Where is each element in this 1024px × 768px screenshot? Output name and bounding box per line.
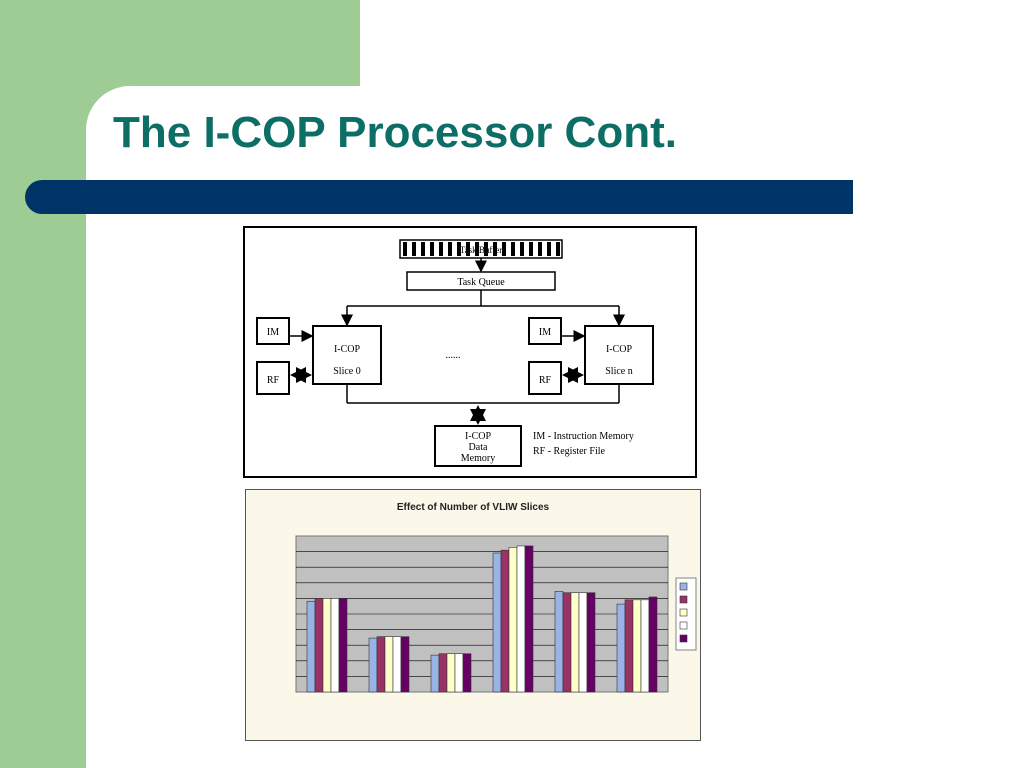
bar xyxy=(376,636,386,693)
buffer-stripe xyxy=(502,242,506,256)
buffer-stripe xyxy=(421,242,425,256)
slice-right-line1: I-COP xyxy=(606,344,633,355)
bars xyxy=(306,545,658,693)
buffer-stripe xyxy=(529,242,533,256)
bar xyxy=(446,653,456,693)
rf-left: RF xyxy=(256,361,290,395)
task-queue-label: Task Queue xyxy=(457,277,505,288)
bar xyxy=(586,592,596,693)
legend-swatch xyxy=(679,582,688,591)
bar xyxy=(438,653,448,693)
chart-title: Effect of Number of VLIW Slices xyxy=(397,502,550,513)
legend-im-text: IM - Instruction Memory xyxy=(533,431,634,442)
im-left: IM xyxy=(256,317,290,345)
buffer-stripe xyxy=(403,242,407,256)
bar xyxy=(462,653,472,693)
buffer-stripe xyxy=(448,242,452,256)
buffer-stripe xyxy=(412,242,416,256)
slice-left: I-COP Slice 0 xyxy=(312,325,382,385)
bar xyxy=(368,637,378,693)
buffer-stripe xyxy=(538,242,542,256)
buffer-stripe xyxy=(475,242,479,256)
buffer-stripe xyxy=(457,242,461,256)
legend-swatch xyxy=(679,634,688,643)
bar xyxy=(492,552,502,693)
buffer-stripe xyxy=(466,242,470,256)
vliw-slices-chart: Effect of Number of VLIW Slices xyxy=(245,489,701,741)
bar xyxy=(516,545,526,693)
legend-swatch xyxy=(679,595,688,604)
bar xyxy=(454,653,464,693)
legend-rf-text: RF - Register File xyxy=(533,446,606,457)
input-buffer: Task Buffer xyxy=(399,239,563,259)
buffer-stripe xyxy=(484,242,488,256)
buffer-stripe xyxy=(493,242,497,256)
buffer-stripe xyxy=(439,242,443,256)
bar xyxy=(508,547,518,693)
chart-svg: Effect of Number of VLIW Slices xyxy=(295,502,697,693)
slice-left-line1: I-COP xyxy=(334,344,361,355)
rf-right: RF xyxy=(528,361,562,395)
bar xyxy=(338,598,348,693)
slide-title: The I-COP Processor Cont. xyxy=(113,108,677,157)
gridlines xyxy=(296,551,668,677)
bar xyxy=(570,592,580,693)
data-memory: I-COP Data Memory xyxy=(434,425,522,467)
im-left-label: IM xyxy=(267,327,279,338)
im-right: IM xyxy=(528,317,562,345)
buffer-stripe xyxy=(556,242,560,256)
rf-left-label: RF xyxy=(267,375,280,386)
bar xyxy=(314,598,324,693)
chart-legend xyxy=(675,577,697,651)
bar xyxy=(578,592,588,693)
buffer-stripe xyxy=(547,242,551,256)
bar xyxy=(562,592,572,693)
data-memory-line2: Data xyxy=(469,442,488,453)
slice-left-line2: Slice 0 xyxy=(333,366,361,377)
bar xyxy=(330,598,340,693)
task-queue: Task Queue xyxy=(406,271,556,291)
input-buffer-label: Task Buffer xyxy=(460,245,502,255)
buffer-stripe xyxy=(511,242,515,256)
legend-swatch xyxy=(679,608,688,617)
slice-right: I-COP Slice n xyxy=(584,325,654,385)
bar xyxy=(524,545,534,693)
bar xyxy=(624,599,634,693)
bar xyxy=(322,598,332,693)
buffer-stripe xyxy=(520,242,524,256)
bar xyxy=(616,603,626,693)
diagram-svg: Task Buffer Task Queue I-COP Slice 0 IM … xyxy=(256,239,654,467)
data-memory-line3: Memory xyxy=(461,453,495,464)
bar xyxy=(306,600,316,693)
legend-swatch xyxy=(679,621,688,630)
bar xyxy=(632,599,642,693)
bar xyxy=(392,636,402,693)
bar xyxy=(648,596,658,693)
im-right-label: IM xyxy=(539,327,551,338)
processor-block-diagram: Task Buffer Task Queue I-COP Slice 0 IM … xyxy=(243,226,697,478)
bar xyxy=(384,636,394,693)
bar xyxy=(400,636,410,693)
bar xyxy=(640,599,650,693)
buffer-stripe xyxy=(430,242,434,256)
ellipsis-text: ...... xyxy=(446,350,461,361)
bar xyxy=(554,591,564,693)
data-memory-line1: I-COP xyxy=(465,431,492,442)
title-underline-bar xyxy=(25,180,853,214)
rf-right-label: RF xyxy=(539,375,552,386)
bar xyxy=(430,654,440,693)
bar xyxy=(500,549,510,693)
slice-right-line2: Slice n xyxy=(605,366,633,377)
